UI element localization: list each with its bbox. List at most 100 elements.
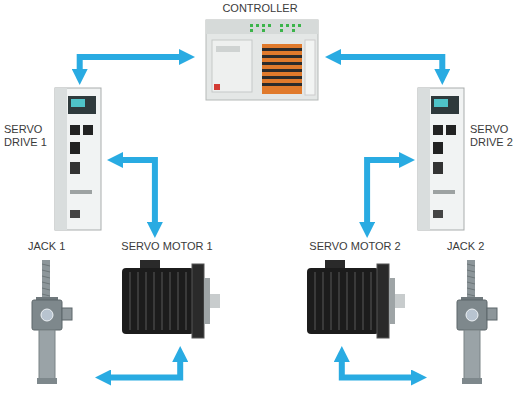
component-label: SERVO MOTOR 1	[112, 240, 222, 253]
servo-motor-illustration	[338, 272, 340, 330]
screw-jack-illustration	[42, 276, 50, 278]
component: JACK 1	[20, 238, 95, 388]
screw-jack-illustration	[457, 260, 497, 384]
servo-motor-illustration	[145, 272, 147, 330]
controller-illustration	[262, 24, 265, 27]
controller-illustration	[256, 24, 259, 27]
controller-illustration	[262, 48, 302, 51]
servo-motor-illustration	[192, 264, 204, 338]
servo-motor-illustration	[122, 268, 194, 334]
bidirectional-arrow	[123, 160, 155, 222]
servo-drive-illustration	[433, 190, 455, 194]
servo-motor-illustration	[177, 272, 179, 330]
controller-illustration	[250, 29, 253, 32]
screw-jack-illustration	[39, 330, 55, 380]
screw-jack-illustration	[42, 282, 50, 284]
servo-motor-illustration	[322, 272, 324, 330]
screw-jack-illustration	[467, 260, 475, 300]
servo-drive-illustration	[433, 125, 443, 135]
controller-illustration	[262, 83, 302, 86]
servo-motor-illustration	[169, 272, 171, 330]
controller-illustration	[298, 24, 301, 27]
controller-illustration	[262, 62, 302, 65]
servo-drive-illustration	[70, 190, 92, 194]
controller-illustration	[250, 24, 253, 27]
label-group: CONTROLLER	[195, 2, 325, 15]
servo-drive-illustration	[418, 88, 464, 230]
controller-illustration	[280, 24, 283, 27]
servo-motor-illustration	[137, 272, 139, 330]
servo-drive-illustration	[418, 88, 430, 230]
screw-jack-illustration	[42, 260, 50, 300]
servo-drive-illustration	[70, 142, 80, 154]
screw-jack-illustration	[467, 282, 475, 284]
servo-drive-illustration	[433, 210, 443, 218]
servo-drive-illustration	[433, 162, 443, 174]
servo-drive-illustration	[446, 125, 456, 135]
controller-illustration	[216, 46, 240, 52]
screw-jack-illustration	[464, 330, 480, 380]
component-label: JACK 1	[28, 240, 88, 253]
component: CONTROLLER	[195, 2, 325, 102]
controller-illustration	[292, 29, 295, 32]
component-label: CONTROLLER	[195, 2, 325, 15]
bidirectional-arrow	[111, 362, 180, 378]
servo-motor-illustration	[307, 260, 405, 338]
servo-motor-illustration	[129, 272, 131, 330]
screw-jack-illustration	[462, 378, 482, 384]
screw-jack-illustration	[467, 276, 475, 278]
component: SERVO DRIVE 2	[415, 85, 520, 235]
servo-motor-illustration	[395, 294, 405, 308]
servo-motor-illustration	[362, 272, 364, 330]
component-label: SERVO DRIVE 1	[4, 123, 52, 149]
servo-drive-illustration	[434, 99, 448, 107]
servo-motor-illustration	[161, 272, 163, 330]
controller-illustration	[206, 20, 318, 100]
bidirectional-arrow	[342, 362, 411, 378]
servo-drive-illustration	[55, 88, 101, 230]
servo-drive-illustration	[83, 125, 93, 135]
screw-jack-illustration	[42, 294, 50, 296]
servo-drive-illustration	[70, 210, 80, 218]
servo-drive-illustration	[431, 96, 459, 114]
controller-illustration	[262, 69, 302, 72]
label-group: JACK 1	[28, 240, 88, 253]
controller-illustration	[292, 24, 295, 27]
bidirectional-arrow	[341, 57, 442, 69]
servo-drive-illustration	[55, 88, 101, 230]
screw-jack-illustration	[467, 270, 475, 272]
screw-jack-illustration	[467, 294, 475, 296]
controller-illustration	[262, 76, 302, 79]
controller-illustration	[206, 20, 318, 34]
servo-drive-illustration	[70, 125, 80, 135]
component: SERVO DRIVE 1	[2, 85, 107, 235]
servo-motor-illustration	[330, 272, 332, 330]
bidirectional-arrow	[80, 57, 179, 69]
bidirectional-arrow	[367, 160, 399, 222]
servo-motor-illustration	[210, 294, 220, 308]
controller-illustration	[206, 20, 318, 100]
servo-drive-illustration	[70, 162, 80, 174]
screw-jack-illustration	[32, 300, 62, 330]
component: SERVO MOTOR 1	[112, 238, 222, 346]
servo-motor-illustration	[307, 268, 379, 334]
controller-illustration	[214, 84, 220, 90]
controller-illustration	[268, 24, 271, 27]
screw-jack-illustration	[32, 260, 72, 384]
screw-jack-illustration	[62, 308, 72, 320]
screw-jack-illustration	[42, 288, 50, 290]
screw-jack-illustration	[41, 309, 53, 321]
servo-drive-illustration	[71, 99, 85, 107]
controller-illustration	[262, 55, 302, 58]
controller-illustration	[286, 24, 289, 27]
screw-jack-illustration	[37, 378, 57, 384]
screw-jack-illustration	[457, 300, 487, 330]
servo-drive-illustration	[68, 96, 96, 114]
servo-motor-illustration	[370, 272, 372, 330]
screw-jack-illustration	[42, 270, 50, 272]
controller-illustration	[262, 44, 302, 94]
servo-motor-illustration	[185, 272, 187, 330]
